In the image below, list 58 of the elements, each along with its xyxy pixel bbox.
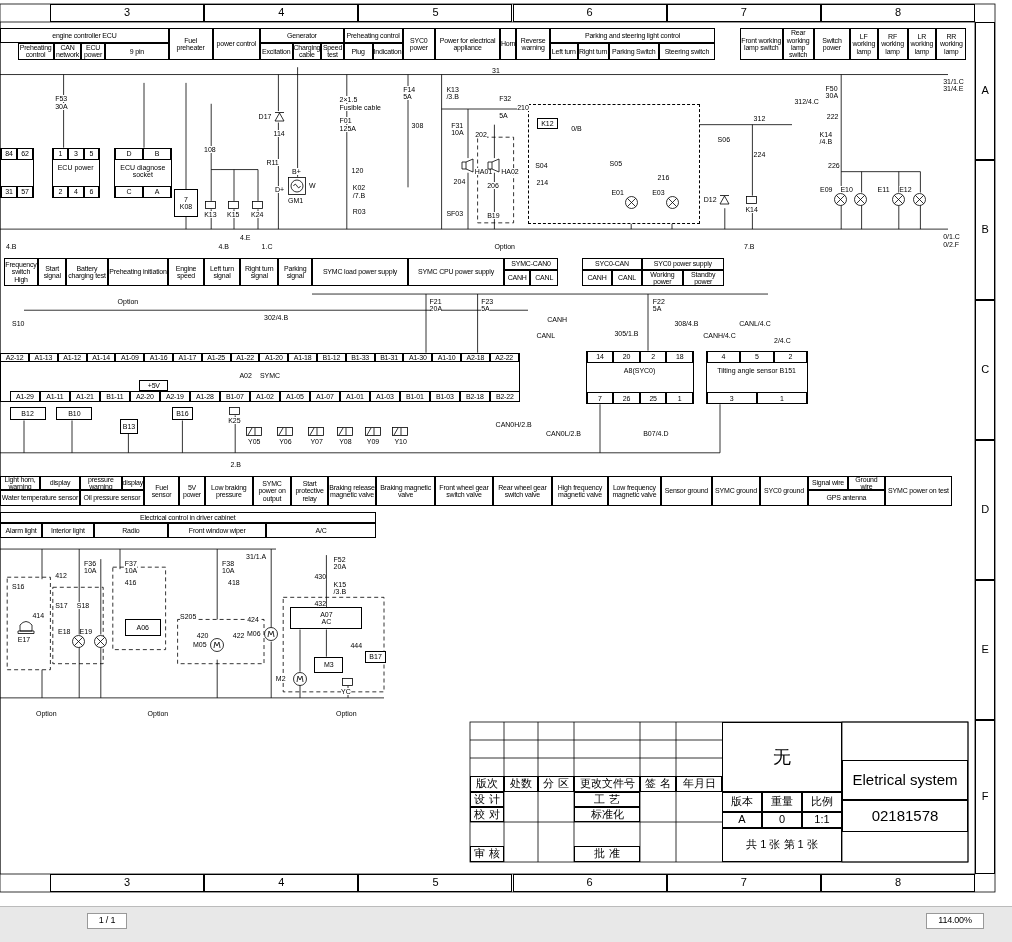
connector-block [51, 147, 100, 198]
grid-letter: D [975, 440, 995, 580]
module-box [9, 407, 46, 421]
module-box [314, 656, 344, 673]
grid-number: 7 [666, 874, 821, 892]
module-box [56, 407, 93, 421]
title-block-cell: 校 对 [470, 807, 504, 822]
title-block-cell: Eletrical system [842, 760, 968, 800]
grid-number: 5 [358, 874, 513, 892]
grid-number: 3 [50, 874, 205, 892]
module-box [120, 419, 138, 434]
grid-letter: E [975, 580, 995, 720]
title-block-cell: 签 名 [640, 776, 676, 792]
title-block-cell: 标准化 [574, 807, 640, 822]
connector-block [585, 350, 694, 405]
title-block-cell: A [722, 812, 762, 828]
title-block-cell: 分 区 [538, 776, 574, 792]
connector-block [114, 147, 172, 198]
module-box [290, 607, 363, 630]
connector-block [705, 350, 808, 405]
grid-number: 4 [204, 874, 359, 892]
grid-number: 4 [204, 4, 359, 22]
grid-number: 8 [820, 4, 975, 22]
grid-number: 3 [50, 4, 205, 22]
title-block-cell: 共 1 张 第 1 张 [722, 828, 842, 862]
title-block-cell: 0 [762, 812, 802, 828]
connector-table [0, 352, 520, 403]
title-block-cell: 重量 [762, 792, 802, 812]
title-block-cell: 处数 [504, 776, 538, 792]
grid-number: 8 [820, 874, 975, 892]
page-field: 1 / 1 [87, 913, 127, 929]
title-block-cell: 年月日 [676, 776, 722, 792]
grid-number: 5 [358, 4, 513, 22]
grid-letter: F [975, 720, 995, 874]
title-block-cell: 02181578 [842, 800, 968, 832]
title-block-cell: 比例 [802, 792, 842, 812]
title-block-cell: 1:1 [802, 812, 842, 828]
grid-letter: C [975, 300, 995, 440]
grid-letter: B [975, 160, 995, 300]
module-box [364, 650, 387, 663]
module-box [171, 407, 194, 421]
grid-number: 6 [512, 874, 667, 892]
module-box [124, 619, 161, 636]
zoom-field: 114.00% [926, 913, 984, 929]
title-block-cell: 工 艺 [574, 792, 640, 807]
grid-number: 7 [666, 4, 821, 22]
module-box [174, 189, 198, 217]
grid-number: 6 [512, 4, 667, 22]
title-block-cell: 版本 [722, 792, 762, 812]
title-block-cell: 无 [722, 722, 842, 792]
title-block-cell: 更改文件号 [574, 776, 640, 792]
module-box [536, 117, 559, 129]
grid-letter: A [975, 22, 995, 160]
title-block-cell: 设 计 [470, 792, 504, 807]
title-block-cell: 批 准 [574, 846, 640, 862]
connector-block [0, 147, 34, 198]
title-block-cell: 版次 [470, 776, 504, 792]
title-block-cell: 审 核 [470, 846, 504, 862]
